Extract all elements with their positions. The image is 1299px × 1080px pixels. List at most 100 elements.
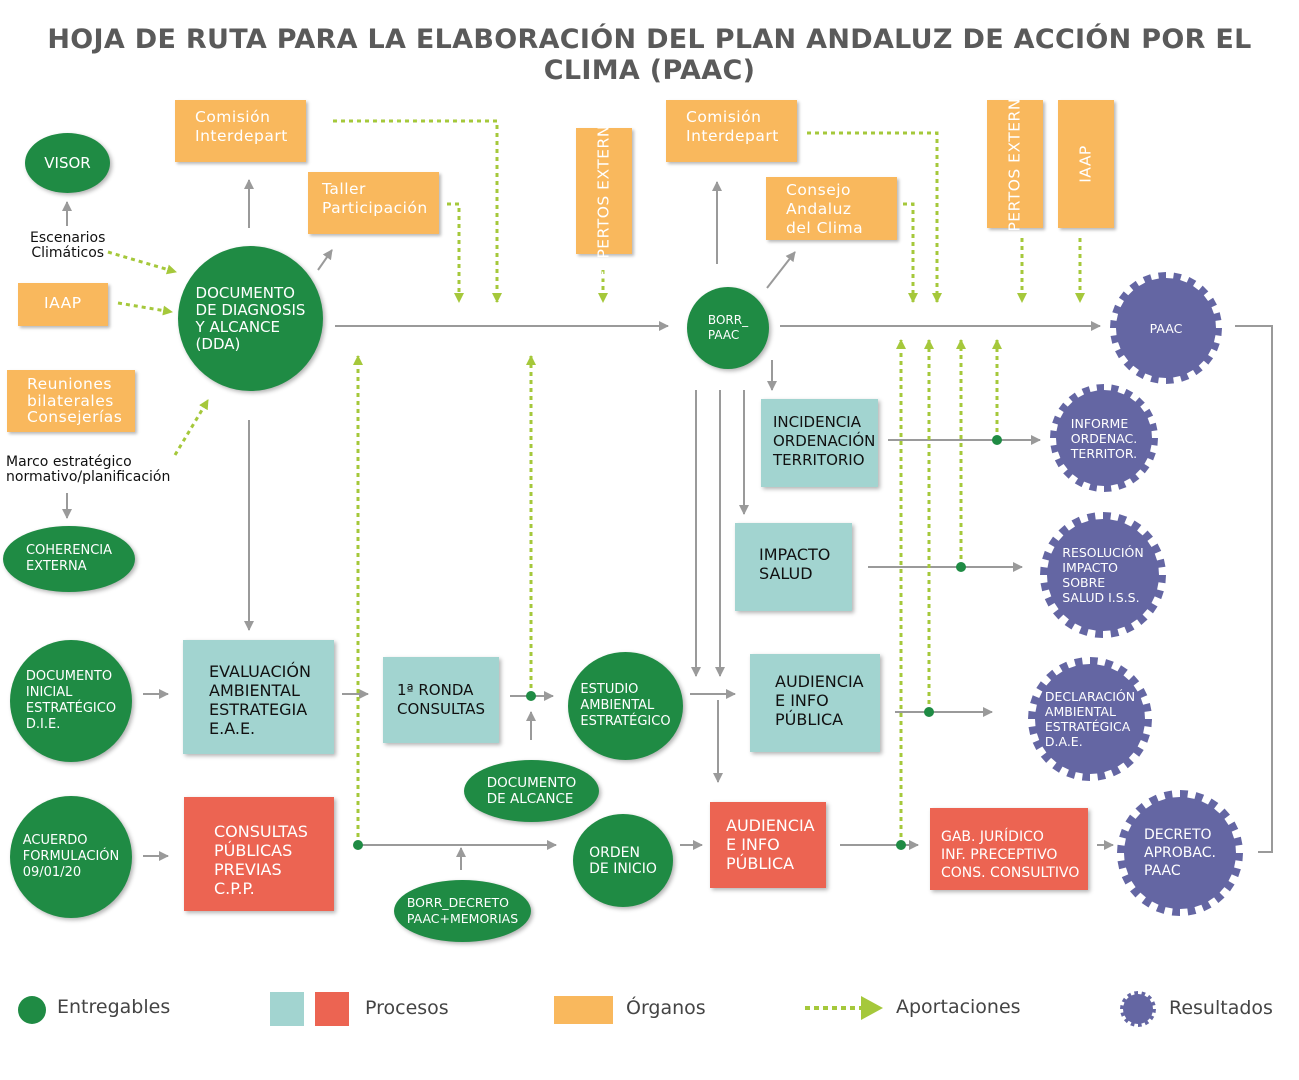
legend-swatch-proceso-teal [270, 992, 304, 1026]
junction-dot [896, 840, 906, 850]
flow-dda-taller [317, 249, 333, 271]
diagram-title: HOJA DE RUTA PARA LA ELABORACIÓN DEL PLA… [47, 24, 1252, 86]
proceso-audiencia-red: AUDIENCIA E INFO PÚBLICA [710, 802, 826, 888]
entregable-estudio-ambiental: ESTUDIO AMBIENTAL ESTRATÉGICO [568, 652, 683, 760]
junction-dot [992, 435, 1002, 445]
resultado-label: PAAC [1149, 320, 1183, 336]
organo-label: IAAP [1076, 145, 1095, 183]
entregable-visor: VISOR [25, 133, 110, 193]
entregable-label: DOCUMENTO DE DIAGNOSIS Y ALCANCE (DDA) [195, 283, 306, 353]
resultado-declaracion-ambiental: DECLARACIÓN AMBIENTAL ESTRATÉGICA D.A.E. [1028, 657, 1152, 781]
contrib-marco [173, 399, 210, 456]
entregable-acuerdo-formulacion: ACUERDO FORMULACIÓN 09/01/20 [10, 796, 132, 918]
contrib-iaap-left [117, 301, 173, 316]
proceso-label: EVALUACIÓN AMBIENTAL ESTRATEGIA E.A.E. [209, 662, 311, 738]
proceso-label: INCIDENCIA ORDENACIÓN TERRITORIO [773, 413, 876, 469]
contrib-taller [447, 202, 464, 303]
organo-label: EXPERTOS EXTERNOS [594, 102, 613, 280]
legend-swatch-proceso-red [315, 992, 349, 1026]
legend-swatch-entregable [18, 996, 46, 1024]
organo-expertos-externos-1: EXPERTOS EXTERNOS [576, 102, 632, 280]
gear-icon [1040, 512, 1166, 638]
resultado-label: RESOLUCIÓN IMPACTO SOBRE SALUD I.S.S. [1062, 545, 1144, 605]
proceso-cpp: CONSULTAS PÚBLICAS PREVIAS C.P.P. [184, 797, 334, 911]
organo-consejo-andaluz: Consejo Andaluz del Clima [766, 177, 897, 240]
entregable-label: BORR_DECRETO PAAC+MEMORIAS [406, 895, 519, 926]
legend-swatch-aportacion [805, 996, 883, 1020]
legend-entregables: Entregables [18, 994, 178, 1028]
legend-label: Entregables [57, 996, 171, 1018]
resultado-resolucion-salud: RESOLUCIÓN IMPACTO SOBRE SALUD I.S.S. [1040, 512, 1166, 638]
proceso-label: GAB. JURÍDICO INF. PRECEPTIVO CONS. CONS… [941, 829, 1080, 881]
proceso-label: IMPACTO SALUD [759, 545, 831, 583]
proceso-label: AUDIENCIA E INFO PÚBLICA [726, 816, 815, 873]
proceso-eae: EVALUACIÓN AMBIENTAL ESTRATEGIA E.A.E. [183, 640, 334, 754]
entregable-dda: DOCUMENTO DE DIAGNOSIS Y ALCANCE (DDA) [178, 246, 323, 391]
junction-dot [526, 691, 536, 701]
junction-dot [353, 840, 363, 850]
organo-comision-interdepart-1: Comisión Interdepart [175, 100, 306, 162]
proceso-label: AUDIENCIA E INFO PÚBLICA [775, 672, 864, 729]
organo-iaap-top: IAAP [1058, 100, 1114, 228]
entregable-label: ESTUDIO AMBIENTAL ESTRATÉGICO [580, 682, 671, 729]
junction-dot [956, 562, 966, 572]
proceso-impacto-salud: IMPACTO SALUD [735, 523, 852, 611]
organo-reuniones-bilaterales: Reuniones bilaterales Consejerías [7, 370, 135, 432]
legend-resultados: Resultados [1120, 990, 1280, 1030]
contrib-comision2 [807, 131, 942, 303]
contrib-consejo [903, 202, 918, 303]
organo-label: IAAP [44, 294, 82, 312]
entregable-label: ACUERDO FORMULACIÓN 09/01/20 [22, 833, 120, 880]
organo-label: Taller Participación [322, 180, 428, 217]
label-escenarios-climaticos: Escenarios Climáticos [30, 230, 106, 261]
entregable-label: ORDEN DE INICIO [589, 844, 657, 877]
proceso-gab-juridico: GAB. JURÍDICO INF. PRECEPTIVO CONS. CONS… [930, 808, 1088, 890]
entregable-documento-alcance: DOCUMENTO DE ALCANCE [464, 760, 599, 822]
gear-icon [1028, 657, 1152, 781]
entregable-coherencia-externa: COHERENCIA EXTERNA [3, 526, 135, 592]
resultado-decreto-aprobacion: DECRETO APROBAC. PAAC [1117, 790, 1243, 916]
organo-label: Reuniones bilaterales Consejerías [27, 375, 123, 426]
proceso-label: CONSULTAS PÚBLICAS PREVIAS C.P.P. [214, 822, 308, 898]
contrib-escenarios [107, 250, 177, 275]
flow-borr-consejo [766, 251, 796, 289]
legend-swatch-organo [554, 996, 613, 1024]
proceso-label: 1ª RONDA CONSULTAS [397, 681, 486, 718]
gear-icon [1117, 790, 1243, 916]
legend-aportaciones: Aportaciones [805, 992, 1035, 1028]
organo-label: Comisión Interdepart [686, 108, 779, 145]
contrib-comision1 [333, 119, 502, 303]
organo-comision-interdepart-2: Comisión Interdepart [666, 100, 797, 162]
gear-icon [1120, 991, 1156, 1027]
legend-label: Procesos [365, 997, 449, 1019]
gear-icon [1110, 272, 1222, 384]
entregable-borr-paac: BORR_ PAAC [687, 287, 769, 369]
junction-dot [924, 707, 934, 717]
organo-expertos-externos-2: EXPERTOS EXTERNOS [987, 75, 1043, 253]
organo-label: EXPERTOS EXTERNOS [1005, 75, 1024, 253]
entregable-label: VISOR [44, 154, 91, 172]
legend-label: Órganos [626, 997, 706, 1019]
organo-taller-participacion: Taller Participación [308, 172, 439, 234]
entregable-label: DOCUMENTO INICIAL ESTRATÉGICO D.I.E. [25, 669, 117, 732]
legend-procesos: Procesos [270, 992, 460, 1028]
entregable-orden-inicio: ORDEN DE INICIO [573, 814, 673, 907]
label-marco-estrategico: Marco estratégico normativo/planificació… [6, 454, 171, 485]
proceso-primera-ronda: 1ª RONDA CONSULTAS [383, 657, 499, 743]
entregable-die: DOCUMENTO INICIAL ESTRATÉGICO D.I.E. [10, 640, 132, 762]
resultado-label: INFORME ORDENAC. TERRITOR. [1070, 415, 1138, 461]
resultado-label: DECRETO APROBAC. PAAC [1144, 827, 1216, 879]
gear-icon [1050, 384, 1158, 492]
legend-label: Aportaciones [896, 996, 1021, 1018]
resultado-label: DECLARACIÓN AMBIENTAL ESTRATÉGICA D.A.E. [1044, 689, 1136, 749]
entregable-label: COHERENCIA EXTERNA [25, 543, 113, 574]
proceso-audiencia-teal: AUDIENCIA E INFO PÚBLICA [750, 654, 880, 752]
organo-label: Comisión Interdepart [195, 108, 288, 145]
flow-return-bracket [1235, 325, 1273, 853]
legend-label: Resultados [1169, 997, 1273, 1019]
legend-organos: Órganos [554, 994, 724, 1028]
entregable-label: DOCUMENTO DE ALCANCE [486, 775, 577, 807]
resultado-paac: PAAC [1110, 272, 1222, 384]
entregable-borr-decreto: BORR_DECRETO PAAC+MEMORIAS [394, 880, 531, 942]
